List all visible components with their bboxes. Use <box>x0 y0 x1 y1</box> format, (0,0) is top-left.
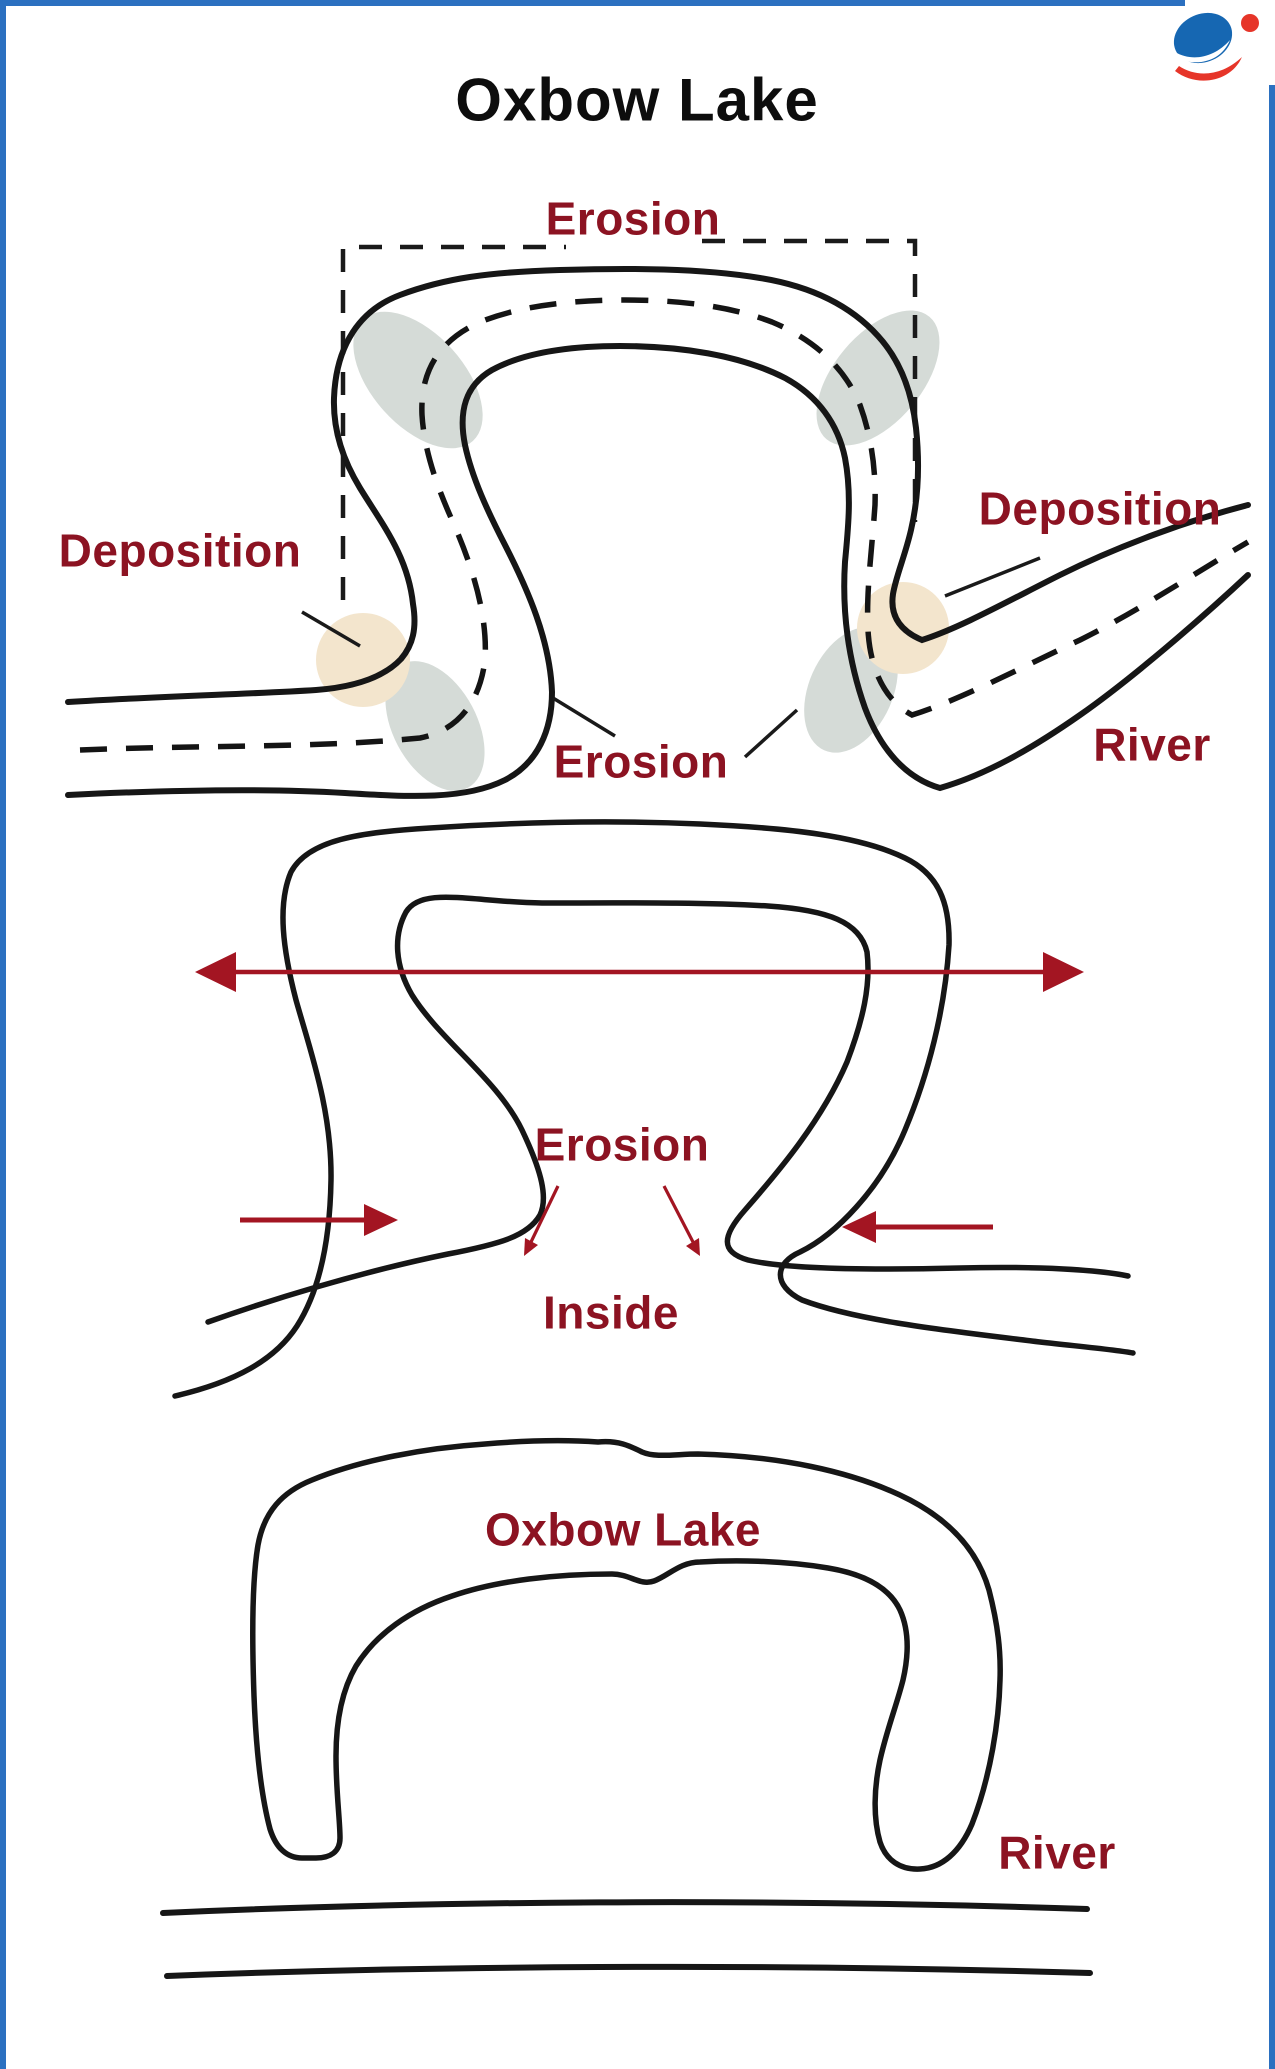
stage3-label-oxbow-lake: Oxbow Lake <box>485 1503 761 1556</box>
brand-logo <box>1171 12 1259 81</box>
oxbow-lake-outline <box>250 1437 1003 1872</box>
stage1-meander <box>65 238 1251 799</box>
span-arrow-head-left <box>195 952 236 992</box>
span-arrow-head-right <box>1043 952 1084 992</box>
erosion-extent-dashed-rect-left <box>340 244 566 600</box>
stage1-label-erosion-bottom: Erosion <box>553 735 729 788</box>
stage1-label-deposition-left: Deposition <box>58 524 302 577</box>
frame-border-left <box>0 0 6 2069</box>
stage1-label-erosion-top: Erosion <box>545 192 721 245</box>
erosion-extent-dashed-rect-right <box>702 238 918 522</box>
erosion-patch-upper-left <box>353 311 483 449</box>
pointer-deposition-left <box>301 610 361 648</box>
page-title: Oxbow Lake <box>455 66 819 134</box>
neck-bank-outer <box>172 819 1136 1399</box>
stage2-label-erosion: Erosion <box>534 1118 710 1171</box>
pointer-erosion-bottom-left <box>552 696 616 738</box>
erosion-pointer-left-head <box>524 1238 538 1256</box>
logo-white-swoosh <box>1171 40 1230 63</box>
frame-border-top <box>0 0 1185 6</box>
push-arrow-left <box>240 1204 398 1236</box>
river-bank-inner <box>65 342 1251 799</box>
river-bank-outer <box>65 265 1251 705</box>
stage2-label-inside: Inside <box>543 1286 679 1339</box>
erosion-patch-lower-left <box>385 661 485 791</box>
frame-border-right <box>1269 85 1275 2069</box>
pointer-deposition-right <box>944 556 1041 598</box>
stage3-label-river: River <box>998 1826 1116 1879</box>
pointer-erosion-bottom-right <box>743 708 799 759</box>
erosion-pointer-arrow-left <box>524 1185 560 1256</box>
logo-red-dot <box>1241 14 1259 32</box>
push-arrow-left-head <box>364 1204 398 1236</box>
logo-red-crescent <box>1175 57 1242 81</box>
stage1-label-deposition-right: Deposition <box>978 482 1222 535</box>
stage3-oxbow <box>160 1437 1093 1979</box>
logo-blue-leaf <box>1173 12 1233 64</box>
stage1-label-river: River <box>1093 718 1211 771</box>
span-arrow <box>195 952 1084 992</box>
erosion-pointer-right-head <box>686 1238 700 1256</box>
river-centerline-dashed <box>79 297 1250 753</box>
deposition-patch-left <box>316 613 410 707</box>
neck-bank-inner <box>205 894 1131 1325</box>
stage2-neck <box>172 819 1136 1399</box>
straight-river-bank-bottom <box>164 1963 1093 1979</box>
erosion-patch-upper-right <box>816 310 940 446</box>
push-arrow-right-head <box>842 1211 876 1243</box>
erosion-pointer-left-line <box>529 1185 560 1243</box>
erosion-pointer-arrow-right <box>662 1185 700 1256</box>
push-arrow-right <box>842 1211 993 1243</box>
straight-river-bank-top <box>160 1899 1090 1916</box>
erosion-pointer-right-line <box>662 1185 695 1243</box>
